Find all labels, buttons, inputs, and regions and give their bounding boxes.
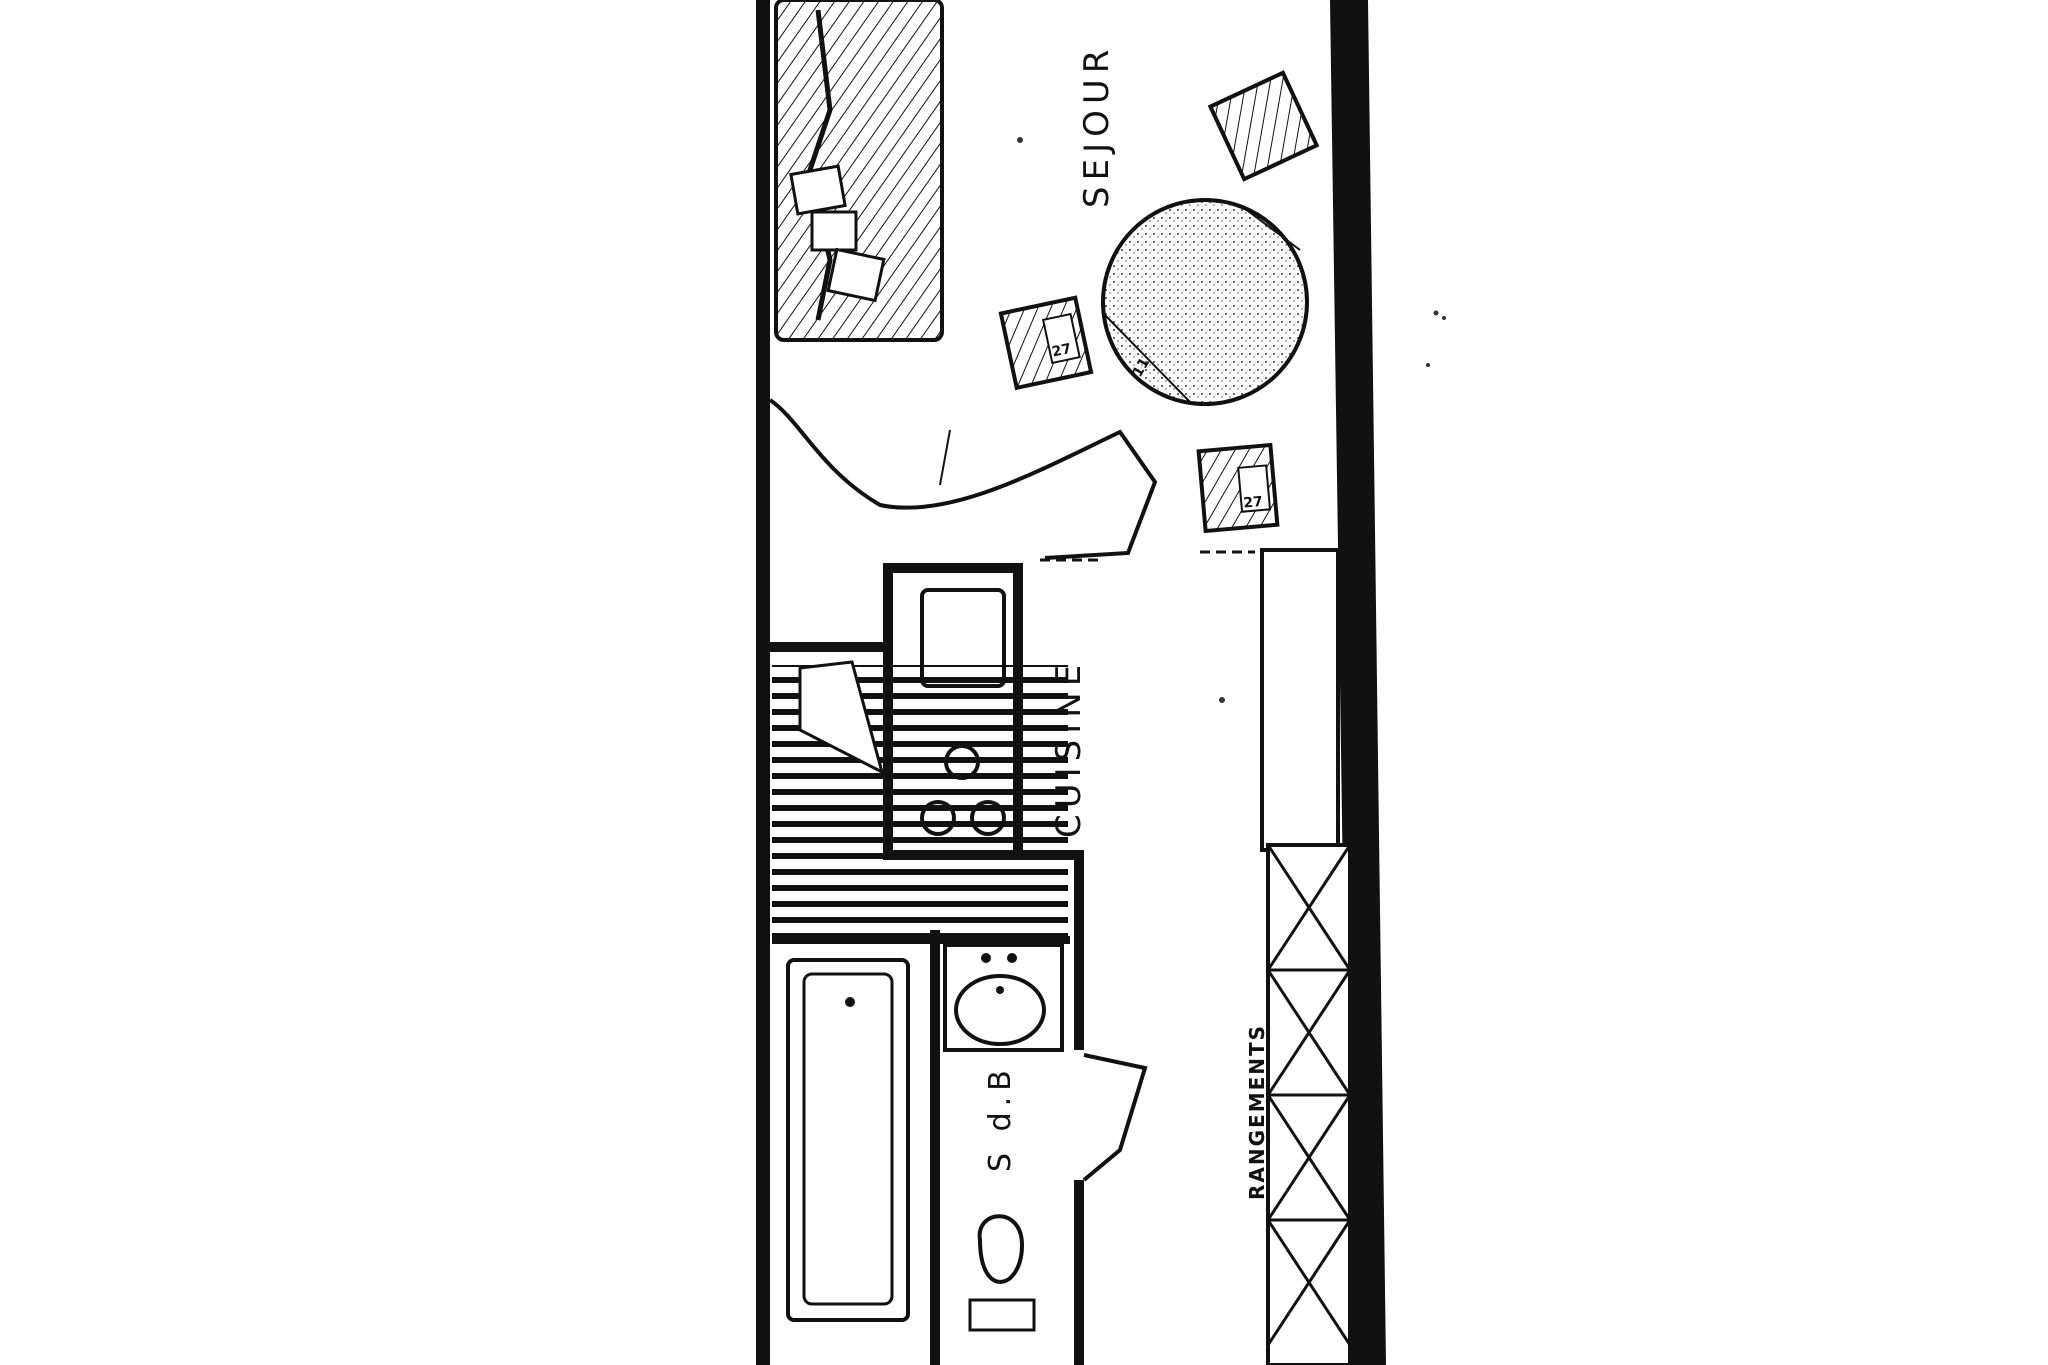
toilet bbox=[977, 1214, 1025, 1284]
chair: 27 bbox=[1196, 442, 1280, 534]
cushion bbox=[826, 247, 886, 303]
chair-number: 27 bbox=[1051, 341, 1073, 361]
right-wall bbox=[1330, 0, 1386, 1365]
cushion bbox=[789, 164, 847, 216]
left-wall bbox=[756, 0, 770, 1365]
label-sdb: S d.B bbox=[983, 1064, 1018, 1172]
outer-walls bbox=[756, 0, 1386, 1365]
cushion bbox=[810, 210, 858, 252]
scan-specks bbox=[1017, 137, 1446, 703]
bathroom bbox=[786, 943, 1148, 1332]
label-rangements: RANGEMENTS bbox=[1245, 1024, 1269, 1200]
round-table: 11 bbox=[1101, 198, 1309, 406]
chair-number: 27 bbox=[1243, 494, 1264, 512]
door-swing bbox=[1082, 1053, 1148, 1182]
label-sejour: SEJOUR bbox=[1077, 44, 1117, 208]
curved-counter bbox=[768, 398, 1158, 560]
chair bbox=[1207, 70, 1320, 182]
chair: 27 bbox=[998, 295, 1094, 391]
hatched-shaft bbox=[772, 660, 1070, 944]
storage-closet bbox=[1260, 548, 1352, 1365]
sofa-bed bbox=[774, 0, 944, 342]
